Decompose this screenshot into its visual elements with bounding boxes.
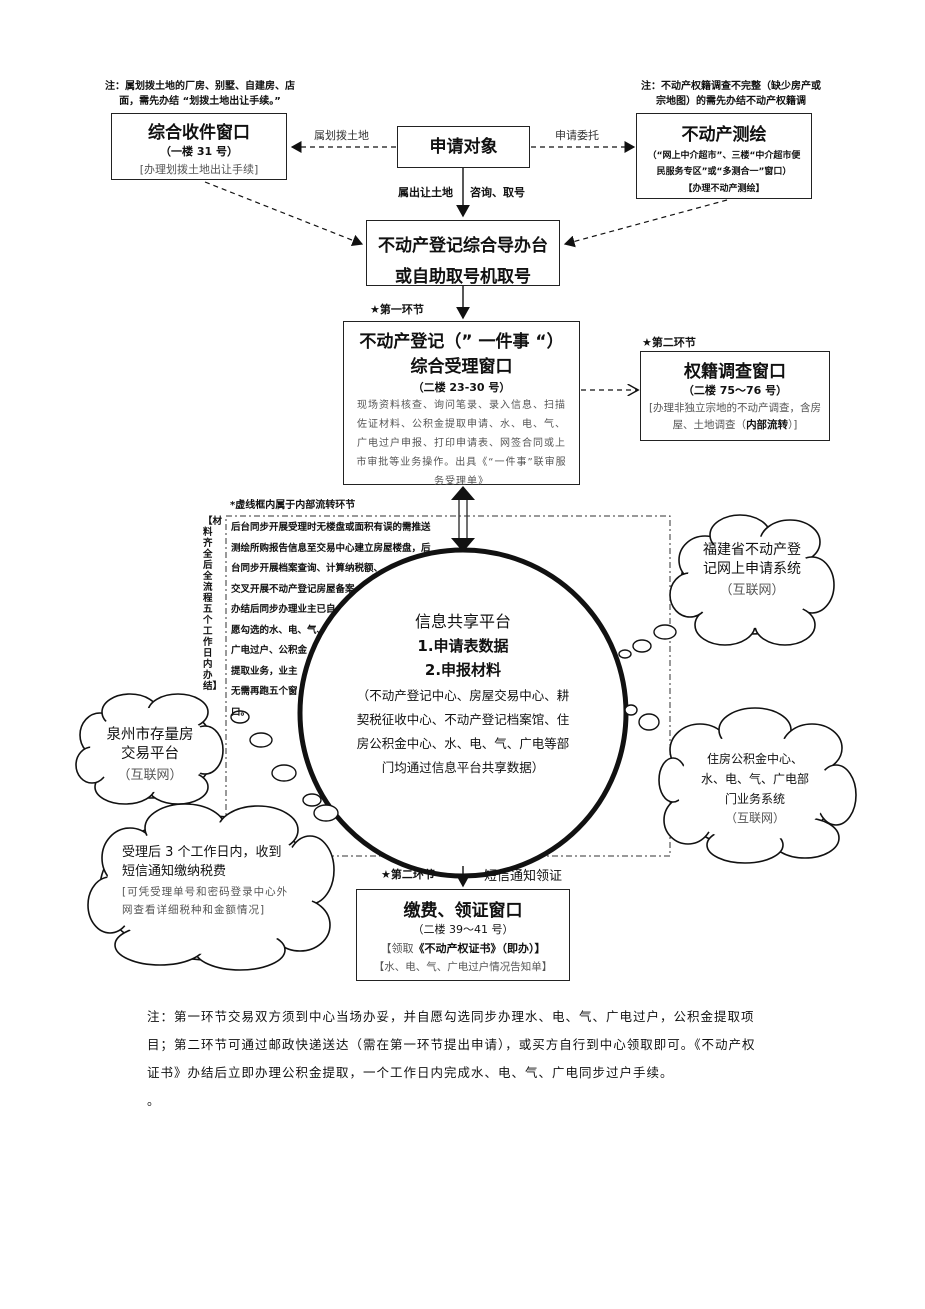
accept-box: 不动产登记（” 一件事 “） 综合受理窗口 （二楼 23-30 号） 现场资料核… (343, 321, 580, 487)
cadastral-sub: （二楼 75～76 号） (682, 384, 788, 397)
payment-note2: 【水、电、气、广电过户情况告知单】 (373, 961, 553, 973)
double-arrow-head-up (451, 486, 475, 500)
payment-note1-b: 《不动产权证书》（即办）】 (413, 942, 546, 955)
cloud-fund-text: 住房公积金中心、水、电、气、广电部门业务系统 (700, 752, 809, 806)
top-right-note: 注：不动产权籍调查不完整（缺少房产或宗地图）的需先办结不动产权籍调 (641, 81, 821, 107)
cadastral-box: 权籍调查窗口 （二楼 75～76 号） [办理非独立宗地的不动产调查，含房屋、土… (640, 351, 830, 441)
cloud-fund: 住房公积金中心、水、电、气、广电部门业务系统 （互联网） (700, 749, 810, 826)
internal-line-4: 交叉开展不动产登记房屋备案 (231, 583, 355, 595)
guide-box: 不动产登记综合导办台 或自助取号机取号 (366, 220, 560, 287)
edge-label-consult: 咨询、取号 (470, 186, 525, 199)
cloud-quanzhou: 泉州市存量房交易平台 （互联网） (102, 726, 198, 783)
cloud-fujian-text: 福建省不动产登记网上申请系统 (703, 542, 801, 577)
window1-box: 综合收件窗口 （一楼 31 号） [办理划拨土地出让手续] (111, 113, 287, 180)
cloud-fujian-bubbles (618, 624, 677, 659)
platform-desc: （不动产登记中心、房屋交易中心、耕契税征收中心、不动产登记档案馆、住房公积金中心… (356, 688, 570, 775)
arrow-survey-to-guide (563, 199, 728, 248)
cloud-fund-bubbles (624, 704, 660, 731)
window1-note: [办理划拨土地出让手续] (139, 163, 259, 176)
cloud-sms-shape (87, 803, 335, 971)
dashed-box-note: *虚线框内属于内部流转环节 (230, 500, 356, 511)
survey-title: 不动产测绘 (681, 125, 767, 145)
cloud-quanzhou-shape (75, 693, 224, 805)
platform-content: 信息共享平台 1.申请表数据 2.申报材料 （不动产登记中心、房屋交易中心、耕契… (303, 553, 623, 873)
internal-line-9: 无需再跑五个窗 (231, 686, 298, 697)
cloud-quanzhou-sub: （互联网） (117, 768, 183, 783)
payment-note1: 【领取《不动产权证书》（即办）】 (357, 940, 569, 956)
edge-label-entrust: 申请委托 (555, 127, 599, 143)
platform-item2: 2.申报材料 (424, 661, 502, 679)
internal-process-text: 后台同步开展受理时无楼盘或面积有误的需推送 测绘所购报告信息至交易中心建立房屋楼… (231, 518, 431, 723)
applicant-box: 申请对象 (397, 126, 530, 168)
internal-line-2: 测绘所购报告信息至交易中心建立房屋楼盘，后 (231, 542, 431, 554)
accept-title1: 不动产登记（” 一件事 “） (359, 332, 564, 352)
arrow-window1-to-guide (204, 181, 364, 247)
internal-line-3: 台同步开展档案查询、计算纳税额、 (231, 563, 384, 574)
cloud-sms-text: 受理后 3 个工作日内，收到短信通知缴纳税费 (122, 845, 282, 879)
platform-item1: 1.申请表数据 (417, 637, 509, 655)
survey-note: 【办理不动产测绘】 (683, 184, 765, 194)
vertical-note: 【材料齐全后全流程五个工作日内办结】 (203, 516, 223, 692)
cloud-fujian-sub: （互联网） (719, 583, 785, 598)
internal-line-5: 办结后同步办理业主已自 (231, 604, 336, 615)
internal-line-7: 广电过户、公积金 (231, 645, 308, 656)
cloud-fund-shape (658, 707, 857, 864)
edge-label-allocated: 属划拨土地 (314, 127, 369, 143)
accept-sub: （二楼 23-30 号） (412, 381, 511, 394)
cloud-sms-bubbles (302, 793, 339, 822)
top-left-note: 注：属划拨土地的厂房、别墅、自建房、店面，需先办结 “划拨土地出让手续。” (105, 81, 295, 107)
footer-line-1: 注：第一环节交易双方须到中心当场办妥，并自愿勾选同步办理水、电、气、广电过户，公… (147, 1009, 755, 1024)
cloud-fujian: 福建省不动产登记网上申请系统 （互联网） (700, 541, 804, 598)
internal-line-8: 提取业务，业主 (231, 665, 298, 677)
stage2-label-payment: ★第二环节 (381, 868, 435, 881)
accept-title2: 综合受理窗口 (410, 357, 513, 377)
guide-line1: 不动产登记综合导办台 (378, 236, 548, 256)
cadastral-title: 权籍调查窗口 (684, 362, 786, 382)
payment-title: 缴费、领证窗口 (403, 901, 523, 921)
edge-label-transferred: 属出让土地 (398, 186, 453, 199)
cloud-fund-sub: （互联网） (724, 811, 785, 825)
edge-label-sms: 短信通知领证 (484, 869, 563, 884)
internal-line-6: 愿勾选的水、电、气、 (231, 624, 327, 636)
payment-sub: （二楼 39～41 号） (412, 923, 514, 936)
footer-line-3: 证书》办结后立即办理公积金提取，一个工作日内完成水、电、气、广电同步过户手续。 (147, 1065, 674, 1080)
cadastral-note-bold: 内部流转 (746, 419, 789, 431)
cadastral-note-a: [办理非独立宗地的不动产调查，含房屋、土地调查（ (648, 402, 822, 431)
cloud-quanzhou-bubbles (230, 710, 297, 782)
window1-title: 综合收件窗口 (148, 123, 250, 143)
internal-line-10: 口。 (231, 706, 251, 718)
internal-line-1: 后台同步开展受理时无楼盘或面积有误的需推送 (231, 522, 431, 533)
survey-sub: （“网上中介超市”、三楼“中介超市便民服务专区”或“多测合一”窗口） (647, 151, 801, 177)
survey-box: 不动产测绘 （“网上中介超市”、三楼“中介超市便民服务专区”或“多测合一”窗口）… (636, 113, 812, 199)
cloud-quanzhou-text: 泉州市存量房交易平台 (106, 727, 194, 762)
cadastral-note-c: ）] (788, 419, 798, 431)
payment-box: 缴费、领证窗口 （二楼 39～41 号） 【领取《不动产权证书》（即办）】 【水… (356, 889, 570, 981)
double-arrow-head-down (451, 538, 475, 552)
payment-note1-a: 【领取 (380, 942, 414, 955)
applicant-title: 申请对象 (429, 137, 498, 157)
cloud-sms: 受理后 3 个工作日内，收到短信通知缴纳税费 [可凭受理单号和密码登录中心外网查… (122, 843, 290, 919)
cloud-fujian-shape (669, 514, 835, 646)
cadastral-note: [办理非独立宗地的不动产调查，含房屋、土地调查（内部流转）] (647, 400, 823, 434)
cloud-sms-sub: [可凭受理单号和密码登录中心外网查看详细税种和金额情况] (122, 886, 289, 916)
stage1-label: ★第一环节 (370, 303, 424, 316)
platform-title: 信息共享平台 (414, 612, 511, 631)
accept-body: 现场资料核查、询问笔录、录入信息、扫描佐证材料、公积金提取申请、水、电、气、广电… (356, 400, 567, 487)
footer-note: 注：第一环节交易双方须到中心当场办妥，并自愿勾选同步办理水、电、气、广电过户，公… (147, 1003, 807, 1115)
guide-line2: 或自助取号机取号 (395, 267, 531, 287)
footer-line-2: 目；第二环节可通过邮政快递送达（需在第一环节提出申请），或买方自行到中心领取即可… (147, 1037, 756, 1052)
stage2-label-cadastral: ★第二环节 (642, 336, 696, 349)
footer-line-4: 。 (147, 1093, 161, 1108)
window1-sub: （一楼 31 号） (160, 145, 238, 158)
